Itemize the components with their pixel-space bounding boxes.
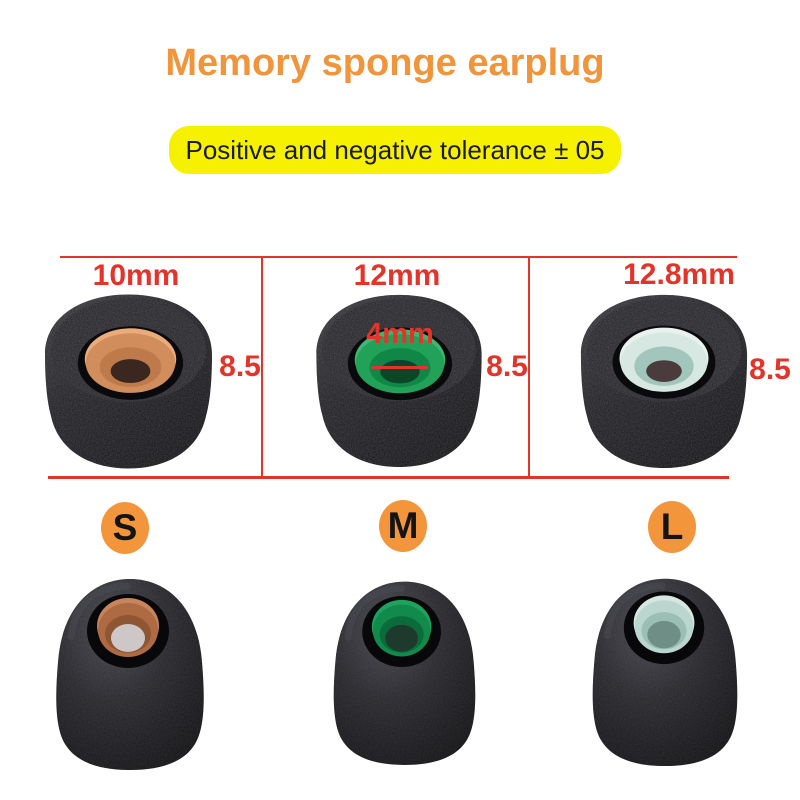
earplug-photo-side-small (56, 579, 204, 770)
height-label-large: 8.5 (749, 353, 791, 386)
diameter-label-medium: 12mm (353, 259, 441, 292)
sound-hole (647, 620, 681, 649)
size-letter: L (660, 506, 684, 547)
sheen-highlight (344, 585, 405, 641)
height-label-medium: 8.5 (486, 350, 528, 383)
dimension-line-vertical-2 (528, 256, 530, 477)
size-badge-small: S (101, 502, 149, 554)
size-badge-medium: M (379, 500, 427, 552)
earplug-photo-top-small (44, 294, 213, 469)
earplug-photo-side-medium (333, 581, 476, 765)
earplug-photo-top-large (580, 294, 748, 469)
sound-hole (646, 360, 682, 382)
page-title: Memory sponge earplug (165, 42, 605, 84)
earplug-photo-top-medium (316, 294, 482, 468)
sound-hole (111, 624, 145, 652)
dimension-line-top (60, 256, 737, 258)
sheen-highlight (603, 582, 666, 640)
height-label-small: 8.5 (219, 350, 261, 383)
earplug-photo-side-large (592, 578, 738, 767)
inner-diameter-leader-line (371, 366, 428, 369)
diameter-label-small: 10mm (92, 259, 180, 292)
inner-diameter-label: 4mm (366, 318, 434, 350)
sheen-highlight (67, 582, 131, 641)
dimension-line-vertical-1 (261, 256, 263, 477)
tolerance-highlight: Positive and negative tolerance ± 05 (169, 126, 621, 174)
size-badge-large: L (648, 501, 696, 553)
sound-hole (385, 624, 418, 652)
size-letter: M (387, 505, 419, 546)
size-letter: S (112, 507, 138, 548)
sound-hole (380, 359, 420, 384)
diameter-label-large: 12.8mm (623, 258, 735, 291)
dimension-line-bottom (48, 476, 729, 479)
tolerance-text: Positive and negative tolerance ± 05 (185, 134, 605, 165)
sound-hole (110, 359, 151, 383)
